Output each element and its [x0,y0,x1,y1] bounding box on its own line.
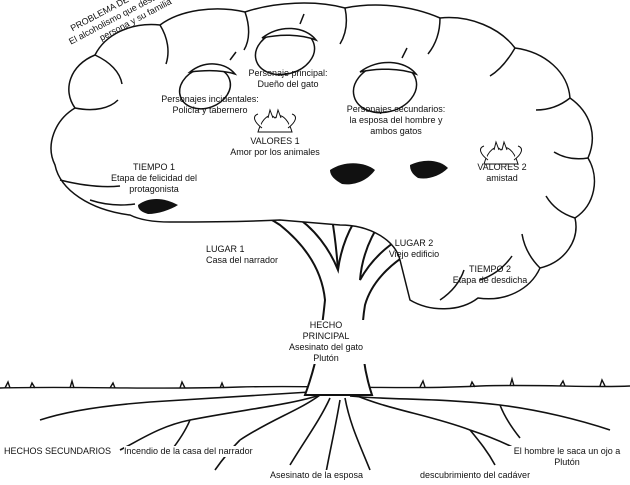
main-event-title1: HECHO [309,320,343,330]
main-event-title2: PRINCIPAL [302,331,350,341]
main-character-label: Personaje principal: Dueño del gato [248,68,328,90]
secondary-characters-label: Personajes secundarios: la esposa del ho… [340,104,452,137]
time2-title: TIEMPO 2 [468,264,511,274]
secondary-event-body-discovery: descubrimiento del cadáver [420,470,531,481]
secondary-event-eye: El hombre le saca un ojo a Plutón [508,446,626,468]
flower-icon-values2 [480,140,522,165]
values1-label: VALORES 1 Amor por los animales [228,136,322,158]
values1-value: Amor por los animales [230,147,320,157]
time1-label: TIEMPO 1 Etapa de felicidad del protagon… [104,162,204,195]
secondary-characters-line3: ambos gatos [370,126,422,136]
main-event-line4: Plutón [313,353,339,363]
time1-title: TIEMPO 1 [132,162,175,172]
main-character-name: Dueño del gato [257,79,319,89]
main-event-label: HECHO PRINCIPAL Asesinato del gato Plutó… [282,320,370,364]
secondary-event-wife-murder: Asesinato de la esposa [270,470,364,481]
secondary-event-eye-line1: El hombre le saca un ojo a [513,446,621,456]
values1-title: VALORES 1 [250,136,300,146]
main-event-line3: Asesinato del gato [288,342,364,352]
fruit-icon-main [254,13,319,76]
secondary-characters-title: Personajes secundarios: [346,104,446,114]
values2-value: amistad [486,173,518,183]
values2-title: VALORES 2 [477,162,527,172]
incidental-characters-names: Policía y tabernero [172,105,248,115]
fruit-icon-incidental [178,51,238,110]
place1-label: LUGAR 1 Casa del narrador [206,244,290,266]
main-character-title: Personaje principal: [248,68,328,78]
secondary-event-fire: Incendio de la casa del narrador [124,446,253,457]
canopy-shadow [138,160,448,214]
place1-title: LUGAR 1 [206,244,245,254]
place2-value: Viejo edificio [388,249,440,259]
time1-line2: Etapa de felicidad del [110,173,198,183]
incidental-characters-title: Personajes incidentales: [161,94,259,104]
fruit-icon-secondary [352,47,419,114]
time1-line3: protagonista [129,184,179,194]
secondary-event-eye-line2: Plutón [554,457,580,467]
secondary-characters-line2: la esposa del hombre y [349,115,443,125]
secondary-events-title: HECHOS SECUNDARIOS [4,446,112,457]
place1-value: Casa del narrador [206,255,279,265]
incidental-characters-label: Personajes incidentales: Policía y taber… [160,94,260,116]
place2-title: LUGAR 2 [394,238,434,248]
values2-label: VALORES 2 amistad [474,162,530,184]
flower-icon-values1 [254,108,296,133]
time2-value: Etapa de desdicha [452,275,528,285]
place2-label: LUGAR 2 Viejo edificio [380,238,448,260]
time2-label: TIEMPO 2 Etapa de desdicha [448,264,532,286]
